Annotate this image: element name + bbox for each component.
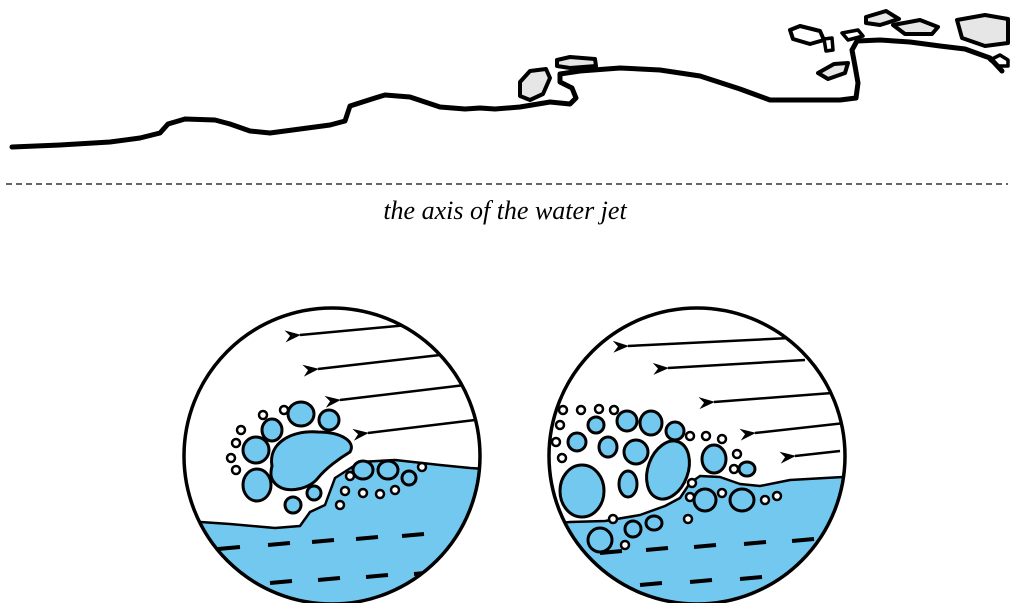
water-drop [730,489,754,511]
water-dash [356,537,378,539]
magnified-view-right [540,308,860,603]
detached-fragment [557,57,596,68]
air-bubble [552,438,560,446]
water-drop [666,422,684,440]
air-bubble [359,489,367,497]
water-drop [568,433,586,451]
water-dash [268,543,290,545]
erosion-profile-line [12,40,1002,147]
water-dash [318,578,340,580]
water-dash [366,575,388,577]
jet-flow-arrow [318,355,440,369]
water-drop [262,419,282,441]
water-drop [243,437,269,463]
air-bubble [559,406,567,414]
water-drop [353,461,373,479]
water-drop [640,411,662,435]
jet-flow-arrow [368,420,475,433]
air-bubble [718,489,726,497]
water-drop [617,411,637,431]
water-dash [744,542,766,544]
water-dash [640,583,662,585]
jet-flow-arrow [795,451,840,456]
water-drop [560,465,604,517]
water-drop [307,486,321,500]
jet-flow-arrow [668,360,805,368]
jet-flow-arrow [300,322,440,335]
water-dash [402,534,424,536]
air-bubble [702,432,710,440]
water-drop [624,440,648,464]
water-drop [378,461,398,479]
air-bubble [280,406,288,414]
air-bubble [227,454,235,462]
axis-caption: the axis of the water jet [0,196,1010,226]
detached-fragment [520,69,550,100]
water-region [170,460,500,603]
air-bubble [595,405,603,413]
air-bubble [686,493,694,501]
magnified-view-left [170,308,500,603]
detached-fragment [842,30,863,40]
jet-flow-arrow [714,393,832,402]
air-bubble [718,435,726,443]
air-bubble [341,487,349,495]
jet-flow-arrow [340,385,465,400]
water-drop [588,528,612,552]
air-bubble [336,501,344,509]
air-bubble [610,406,618,414]
water-drop [702,445,726,473]
detached-fragment [824,38,833,51]
water-drop [619,471,637,497]
water-drop [402,471,416,485]
air-bubble [418,463,426,471]
water-dash [646,548,668,550]
jet-flow-arrow [755,423,845,433]
water-dash [312,540,334,542]
water-dash [270,581,292,583]
detached-fragment [893,20,938,34]
water-drop [285,497,301,513]
air-bubble [556,421,564,429]
air-bubble [346,472,354,480]
water-dash [740,577,762,579]
air-bubble [558,454,566,462]
water-drop [588,417,604,433]
air-bubble [391,486,399,494]
water-dash [694,545,716,547]
air-bubble [688,479,696,487]
water-drop [288,402,314,426]
water-drop [625,521,641,537]
water-dash [792,539,814,541]
air-bubble [259,411,267,419]
air-bubble [232,466,240,474]
air-bubble [577,406,585,414]
detached-fragment [790,26,824,44]
jet-flow-arrow [628,338,790,346]
detached-fragment [818,63,848,79]
air-bubble [376,490,384,498]
air-bubble [733,450,741,458]
air-bubble [730,465,738,473]
air-bubble [237,426,245,434]
air-bubble [621,541,629,549]
air-bubble [232,439,240,447]
water-drop [599,437,617,457]
water-drop [646,516,662,530]
water-drop [694,489,716,511]
water-drop [319,410,339,430]
air-bubble [684,515,692,523]
air-bubble [686,432,694,440]
water-drop [739,462,755,476]
air-bubble [761,496,769,504]
air-bubble [609,515,617,523]
water-dash [218,547,240,549]
air-bubble [773,492,781,500]
erosion-profile [12,11,1008,147]
water-dash [690,580,712,582]
water-drop [243,469,271,501]
detached-fragment [957,15,1008,46]
